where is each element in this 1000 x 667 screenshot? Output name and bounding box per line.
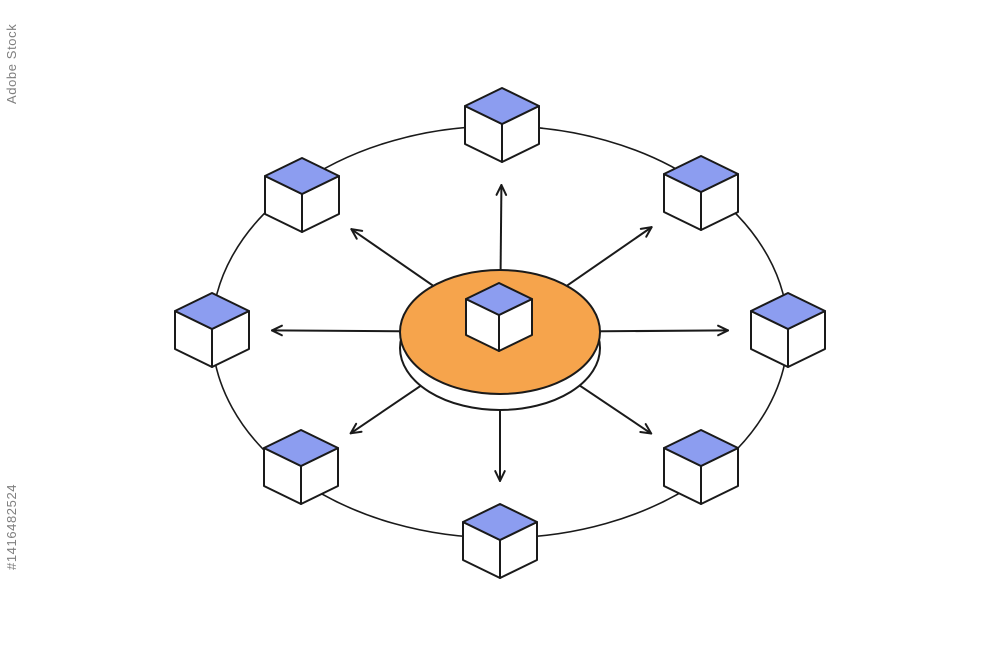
arrowhead-bottom-left-1	[349, 422, 358, 435]
node-cube-bottom-left	[263, 429, 339, 505]
node-cube-bottom-top-face	[462, 503, 538, 541]
node-cube-right	[750, 292, 826, 368]
arrowhead-top-left-0	[350, 228, 358, 240]
node-cube-top-right	[663, 155, 739, 231]
arrowhead-bottom-0	[499, 470, 506, 482]
arrowhead-right-0	[717, 324, 730, 332]
arrowhead-left-1	[270, 324, 283, 332]
node-cube-left	[174, 292, 250, 368]
node-cube-top-right-top-face	[663, 155, 739, 193]
arrowhead-top-left-1	[350, 228, 364, 232]
hub-cube-top-face	[465, 282, 533, 316]
arrowhead-top-0	[495, 183, 503, 196]
node-cube-left-top-face	[174, 292, 250, 330]
node-cube-bottom-right-top-face	[663, 429, 739, 467]
node-cube-bottom-right	[663, 429, 739, 505]
node-cube-top-top-face	[464, 87, 540, 125]
node-cube-top	[464, 87, 540, 163]
watermark-brand: Adobe Stock	[4, 23, 19, 104]
watermark-asset-id: #1416482524	[4, 483, 19, 570]
node-cube-bottom-left-top-face	[263, 429, 339, 467]
arrowhead-bottom-right-1	[639, 430, 653, 435]
arrowhead-top-right-0	[639, 226, 653, 230]
arrowhead-left-0	[270, 329, 283, 337]
arrowhead-top-right-1	[645, 226, 653, 238]
arrowhead-bottom-left-0	[349, 430, 363, 435]
node-cube-bottom	[462, 503, 538, 579]
node-cube-right-top-face	[750, 292, 826, 330]
arrowhead-bottom-1	[494, 470, 501, 482]
arrowhead-bottom-right-0	[644, 423, 653, 435]
arrowhead-right-1	[717, 329, 730, 337]
arrowhead-top-1	[500, 183, 508, 196]
node-cube-top-left-top-face	[264, 157, 340, 195]
node-cube-top-left	[264, 157, 340, 233]
hub-cube	[465, 282, 533, 352]
